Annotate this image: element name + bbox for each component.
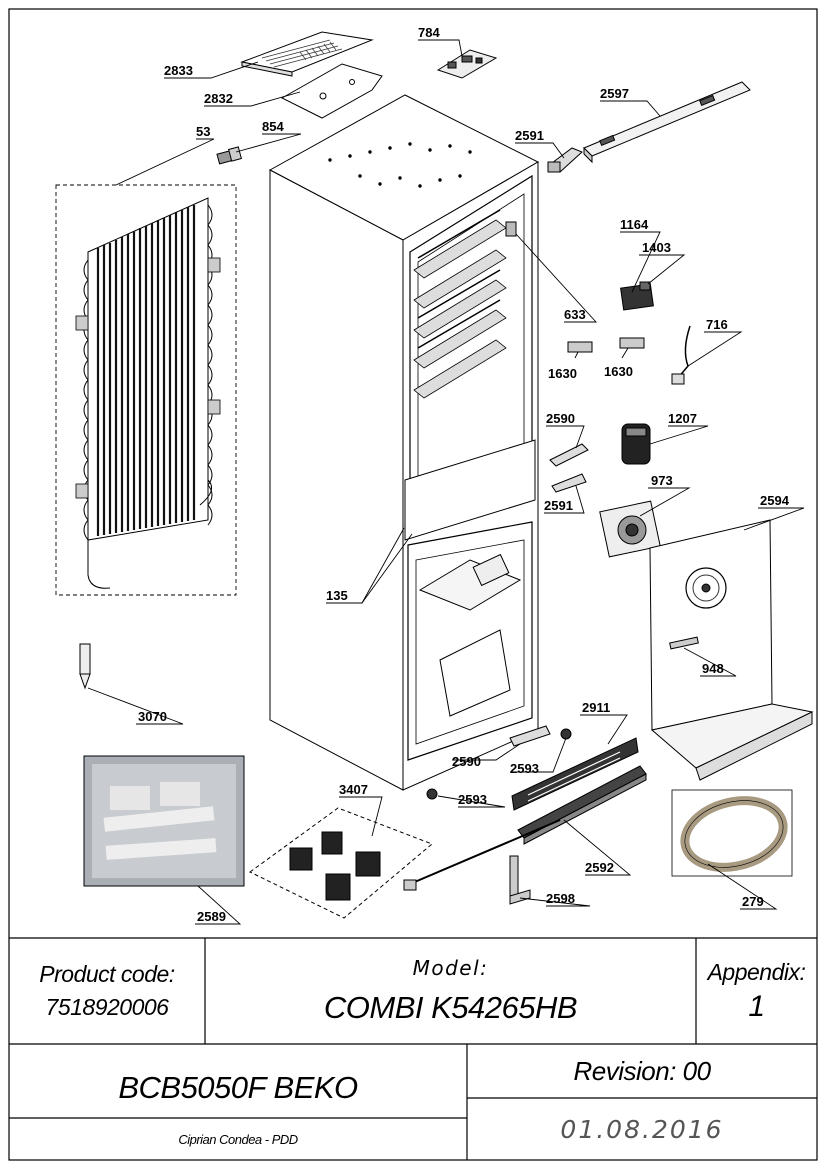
callout-973: 973	[651, 473, 673, 488]
callout-2591-middle: 2591	[544, 498, 573, 513]
appendix-cell: Appendix: 1	[696, 938, 817, 1044]
callout-716: 716	[706, 317, 728, 332]
part-1630-left	[567, 341, 593, 353]
appendix-label: Appendix:	[707, 958, 806, 985]
model-label: Model:	[412, 956, 489, 980]
callout-2590-upper: 2590	[546, 411, 575, 426]
part-973-fan-motor	[599, 500, 661, 558]
part-2590-hinge-lower	[509, 725, 551, 747]
callout-2911: 2911	[582, 700, 610, 715]
callouts: 2833 784 2832 2597 53 854 2591 1164 1403…	[138, 25, 790, 924]
callout-2598: 2598	[546, 891, 575, 906]
callout-279: 279	[742, 894, 764, 909]
part-2591-top-hinge	[547, 147, 583, 173]
callout-2591-top: 2591	[515, 128, 544, 143]
callout-2594: 2594	[760, 493, 790, 508]
product-name-cell: BCB5050F BEKO	[9, 1044, 467, 1118]
part-1207-lamp-cover	[621, 423, 651, 465]
part-1403-clip	[639, 281, 651, 291]
callout-1403: 1403	[642, 240, 671, 255]
callout-3070: 3070	[138, 709, 167, 724]
callout-854: 854	[262, 119, 284, 134]
part-2597-top-trim	[583, 81, 751, 164]
part-716-sensor	[671, 325, 691, 385]
callout-784: 784	[418, 25, 440, 40]
callout-2589: 2589	[197, 909, 226, 924]
part-2832-plate	[280, 63, 383, 119]
callout-53: 53	[196, 124, 210, 139]
callout-2832: 2832	[204, 91, 233, 106]
part-2591-hinge-middle	[551, 473, 587, 493]
part-784-control-board	[436, 49, 498, 79]
callout-1630-left: 1630	[548, 366, 577, 381]
cabinet-body	[268, 94, 540, 791]
part-1164-cover	[620, 283, 654, 311]
callout-135: 135	[326, 588, 348, 603]
callout-2593-upper: 2593	[510, 761, 539, 776]
part-2592-bottom-trim	[517, 765, 647, 845]
title-block-grid	[9, 937, 817, 1160]
model-name: COMBI K54265HB	[323, 990, 578, 1025]
leader-lines	[87, 39, 805, 925]
appendix-number: 1	[748, 989, 765, 1023]
part-279-door-gasket	[671, 789, 793, 877]
part-2833-top-plate	[240, 31, 374, 77]
callout-1207: 1207	[668, 411, 697, 426]
part-1630-right	[619, 337, 645, 349]
part-2598-bracket	[509, 855, 531, 905]
callout-2592: 2592	[585, 860, 614, 875]
callout-1164: 1164	[620, 217, 649, 232]
part-2593-screw-upper	[560, 728, 572, 740]
part-633-bracket	[505, 221, 517, 237]
callout-2833: 2833	[164, 63, 193, 78]
part-53-condenser	[55, 184, 237, 596]
part-2594-back-panel	[649, 519, 814, 781]
title-block: Product code: 7518920006 Model: COMBI K5…	[9, 938, 817, 1160]
callout-633: 633	[564, 307, 586, 322]
part-2589-accessory-bag	[83, 755, 245, 887]
part-2911-bottom-grill	[511, 737, 639, 811]
model-cell: Model: COMBI K54265HB	[205, 938, 696, 1044]
callout-2593-lower: 2593	[458, 792, 487, 807]
product-name: BCB5050F BEKO	[118, 1070, 358, 1105]
callout-1630-right: 1630	[604, 364, 633, 379]
author: Ciprian Condea - PDD	[178, 1131, 298, 1147]
part-2590-hinge-upper	[549, 443, 589, 467]
date-cell: 01.08.2016	[467, 1098, 817, 1160]
part-3407-feet	[249, 807, 433, 919]
drawing-frame	[8, 8, 818, 1161]
part-2593-screw-left	[426, 788, 438, 800]
callout-2597: 2597	[600, 86, 629, 101]
callout-948: 948	[702, 661, 724, 676]
author-cell: Ciprian Condea - PDD	[9, 1118, 467, 1160]
revision-cell: Revision: 00	[467, 1044, 817, 1098]
revision: Revision: 00	[573, 1055, 711, 1086]
cable	[403, 819, 561, 891]
callout-3407: 3407	[339, 782, 368, 797]
product-code-label: Product code:	[39, 961, 175, 987]
part-854-connector	[216, 146, 242, 165]
date: 01.08.2016	[560, 1114, 724, 1144]
product-code: 7518920006	[45, 994, 169, 1020]
part-3070-pin	[79, 643, 91, 690]
callout-2590-lower: 2590	[452, 754, 481, 769]
product-code-cell: Product code: 7518920006	[9, 938, 205, 1044]
